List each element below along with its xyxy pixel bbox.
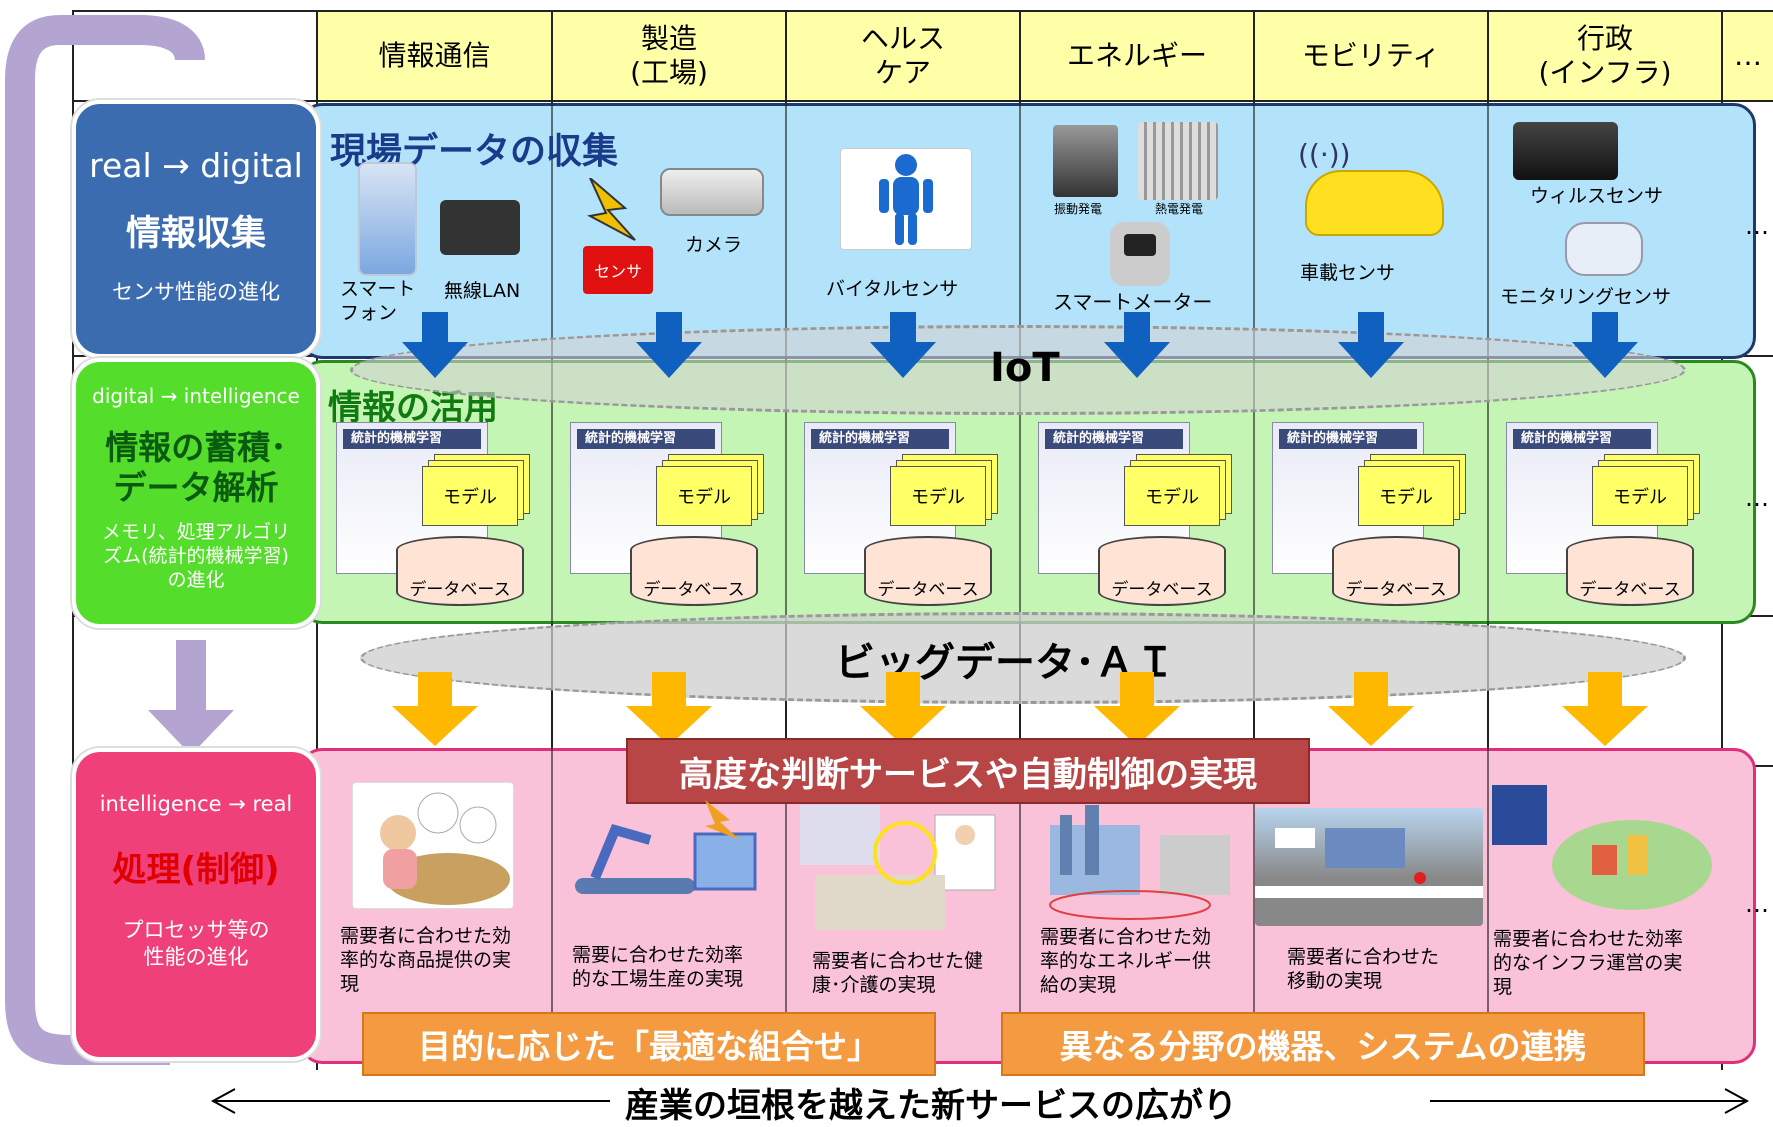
process-collect: real → digital 情報収集 センサ性能の進化 (72, 100, 320, 358)
process-control: intelligence → real 処理(制御) プロセッサ等の 性能の進化 (72, 748, 320, 1061)
virus-label: ウィルスセンサ (1530, 185, 1664, 207)
vital-label: バイタルセンサ (826, 278, 959, 300)
vibration-label: 振動発電 (1054, 202, 1103, 216)
column-header-ict: 情報通信 (318, 12, 551, 100)
grid-line (1253, 103, 1255, 1058)
bigdata-ellipse (360, 612, 1686, 704)
monitoring-label: モニタリングセンサ (1500, 286, 1672, 308)
database-cylinder: データベース (396, 536, 524, 606)
process-phase: intelligence → real (99, 792, 293, 816)
column-header-mobility: モビリティ (1255, 12, 1487, 100)
camera-label: カメラ (685, 234, 743, 256)
ml-document-icon: 統計的機械学習 (570, 422, 722, 574)
vibration-generator-icon (1053, 125, 1118, 197)
database-cylinder: データベース (864, 536, 992, 606)
smartphone-label: スマート フォン (340, 278, 416, 324)
realize-banner: 高度な判断サービスや自動制御の実現 (626, 738, 1310, 804)
thermal-generator-icon (1138, 122, 1218, 200)
energy-grid-illustration (1040, 805, 1240, 925)
column-header-manufacturing: 製造 (工場) (553, 12, 785, 100)
database-cylinder: データベース (1098, 536, 1226, 606)
smartphone-icon (358, 162, 417, 276)
result-mobility: 需要者に合わせた 移動の実現 (1287, 946, 1440, 992)
process-title: 情報収集 (125, 214, 266, 254)
process-sub: プロセッサ等の 性能の進化 (122, 918, 270, 970)
online-shopping-illustration (352, 782, 514, 909)
camera-icon (660, 168, 764, 216)
column-header-healthcare: ヘルス ケア (787, 12, 1019, 100)
grid-line (1019, 103, 1021, 1058)
traffic-illustration (1255, 808, 1483, 926)
cross-field-linkage-box: 異なる分野の機器、システムの連携 (1001, 1012, 1645, 1076)
grid-line (785, 103, 787, 1058)
result-manufacturing: 需要に合わせた効率 的な工場生産の実現 (572, 944, 744, 990)
thermal-label: 熱電発電 (1155, 202, 1204, 216)
result-ict: 需要者に合わせた効 率的な商品提供の実 現 (340, 925, 512, 995)
wlan-label: 無線LAN (444, 280, 521, 302)
footer-title: 産業の垣根を越えた新サービスの広がり (625, 1086, 1237, 1126)
process-phase: digital → intelligence (92, 384, 300, 408)
column-header-more: … (1723, 12, 1773, 100)
result-energy: 需要者に合わせた効 率的なエネルギー供 給の実現 (1040, 926, 1212, 996)
iot-ellipse (350, 325, 1686, 415)
process-title: 情報の蓄積･ データ解析 (105, 428, 287, 507)
process-sub: メモリ、処理アルゴリ ズム(統計的機械学習) の進化 (101, 521, 291, 591)
grid-header-line (72, 100, 1773, 102)
grid-top-line (72, 10, 1773, 12)
vital-body-icon (840, 148, 972, 250)
model-card: モデル (656, 466, 752, 526)
car-icon (1305, 170, 1444, 236)
model-card: モデル (1124, 466, 1220, 526)
grid-line (1487, 103, 1489, 1058)
healthcare-illustration (795, 805, 1010, 930)
grid-line (551, 103, 553, 1058)
process-title: 処理(制御) (112, 850, 280, 890)
database-cylinder: データベース (1332, 536, 1460, 606)
optimal-combination-box: 目的に応じた「最適な組合せ」 (362, 1012, 936, 1076)
lightning-icon (587, 178, 636, 241)
model-card: モデル (422, 466, 518, 526)
database-cylinder: データベース (1566, 536, 1694, 606)
more-ellipsis: … (1745, 890, 1769, 918)
signal-icon: ((·)) (1298, 138, 1351, 171)
virus-sensor-icon (1513, 122, 1618, 180)
process-analysis: digital → intelligence 情報の蓄積･ データ解析 メモリ、… (72, 358, 320, 628)
wlan-router-icon (440, 200, 520, 255)
smartmeter-label: スマートメーター (1053, 290, 1213, 314)
model-card: モデル (1358, 466, 1454, 526)
iot-label: IoT (990, 345, 1060, 391)
process-sub: センサ性能の進化 (112, 280, 280, 304)
column-header-energy: エネルギー (1021, 12, 1253, 100)
smart-meter-icon (1110, 222, 1170, 286)
footer-double-arrow (210, 1088, 1750, 1114)
process-phase: real → digital (89, 146, 303, 185)
more-ellipsis: … (1745, 212, 1769, 240)
monitoring-sensor-icon (1565, 222, 1643, 276)
model-card: モデル (890, 466, 986, 526)
infrastructure-illustration (1492, 785, 1717, 920)
vehicle-label: 車載センサ (1300, 262, 1396, 284)
database-cylinder: データベース (630, 536, 758, 606)
sensor-box-icon: センサ (583, 246, 653, 294)
result-healthcare: 需要者に合わせた健 康･介護の実現 (812, 950, 984, 996)
factory-robot-illustration (555, 800, 780, 910)
column-header-government: 行政 (インフラ) (1489, 12, 1721, 100)
model-card: モデル (1592, 466, 1688, 526)
more-ellipsis: … (1745, 484, 1769, 512)
result-government: 需要者に合わせた効率 的なインフラ運営の実 現 (1493, 928, 1684, 998)
